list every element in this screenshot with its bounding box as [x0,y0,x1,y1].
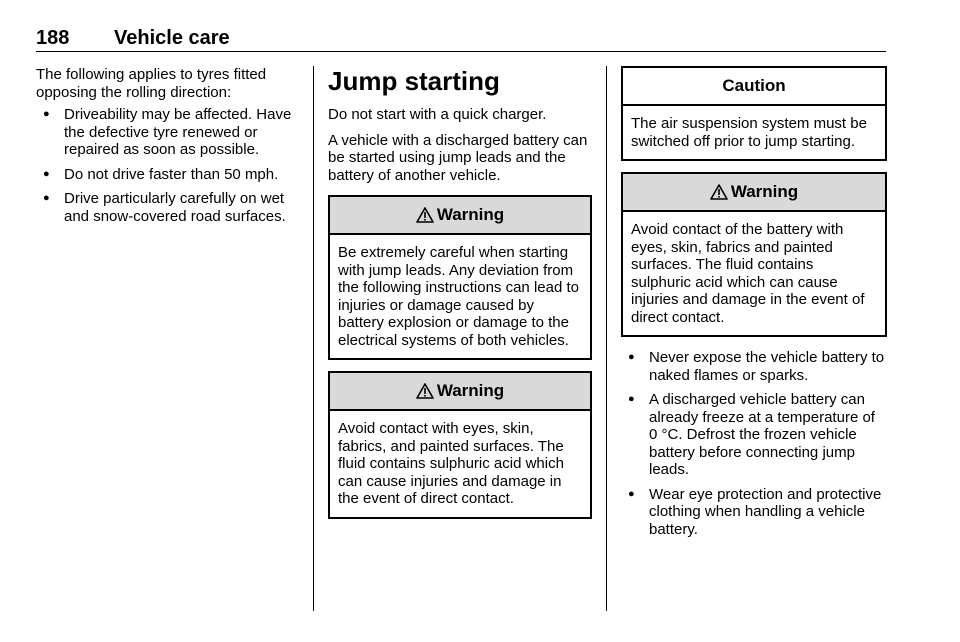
list-item: Wear eye protection and protective cloth… [621,486,887,539]
warning-body: Avoid contact of the battery with eyes, … [623,212,885,335]
column-right: Caution The air suspension system must b… [621,66,887,545]
tyre-bullet-list: Driveability may be affected. Have the d… [36,106,300,225]
warning-header: Warning [623,174,885,212]
warning-text: Be extremely careful when starting with … [338,244,579,349]
warning-text: Avoid contact with eyes, skin, fabrics, … [338,420,564,507]
warning-triangle-icon [416,207,434,223]
warning-label: Warning [730,182,799,201]
warning-box: Warning Avoid contact with eyes, skin, f… [328,371,592,519]
section-title: Jump starting [328,66,500,96]
column-middle: Jump starting Do not start with a quick … [328,66,592,519]
caution-label: Caution [722,76,786,95]
caution-body: The air suspension system must be switch… [623,106,885,159]
chapter-title: Vehicle care [114,27,230,49]
caution-header: Caution [623,68,885,106]
warning-body: Be extremely careful when starting with … [330,235,590,358]
warning-box: Warning Avoid contact of the battery wit… [621,172,887,337]
column-divider [313,66,314,611]
warning-label: Warning [436,205,505,224]
warning-header: Warning [330,197,590,235]
column-left: The following applies to tyres fitted op… [36,66,300,232]
page-number: 188 [36,27,70,49]
battery-bullet-list: Never expose the vehicle battery to nake… [621,349,887,538]
caution-text: The air suspension system must be switch… [631,115,867,150]
caution-box: Caution The air suspension system must b… [621,66,887,161]
list-item: Driveability may be affected. Have the d… [36,106,300,159]
warning-box: Warning Be extremely careful when starti… [328,195,592,360]
warning-label: Warning [436,381,505,400]
warning-triangle-icon [710,184,728,200]
tyre-intro: The following applies to tyres fitted op… [36,66,267,101]
paragraph: A vehicle with a discharged battery can … [328,131,588,184]
warning-header: Warning [330,373,590,411]
column-divider [606,66,607,611]
list-item: A discharged vehicle battery can already… [621,391,887,479]
paragraph: Do not start with a quick charger. [328,106,547,123]
list-item: Drive particularly carefully on wet and … [36,190,300,225]
warning-body: Avoid contact with eyes, skin, fabrics, … [330,411,590,517]
warning-triangle-icon [416,383,434,399]
warning-text: Avoid contact of the battery with eyes, … [631,221,865,326]
list-item: Never expose the vehicle battery to nake… [621,349,887,384]
page-header: 188 Vehicle care [36,27,886,52]
list-item: Do not drive faster than 50 mph. [36,166,300,184]
